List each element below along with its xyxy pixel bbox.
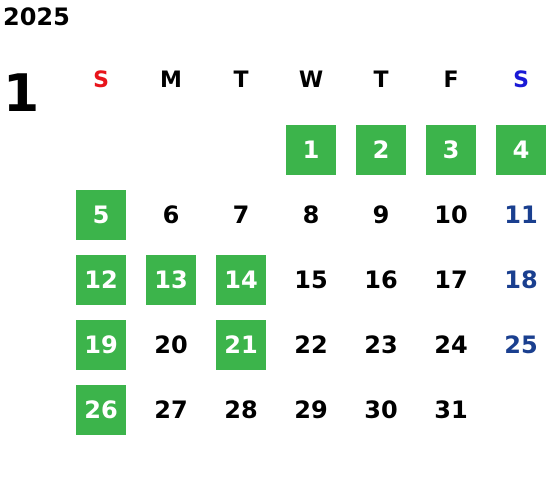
day-cell-24[interactable]: 24 [434, 331, 468, 359]
day-cell-19[interactable]: 19 [76, 320, 126, 370]
day-cell-23[interactable]: 23 [364, 331, 398, 359]
day-cell-10[interactable]: 10 [434, 201, 468, 229]
weekday-header-row: S M T W T F S [70, 66, 548, 96]
day-cell-22[interactable]: 22 [294, 331, 328, 359]
weekday-saturday: S [513, 68, 529, 93]
day-cell-17[interactable]: 17 [434, 266, 468, 294]
weekday-thursday: T [373, 68, 389, 93]
day-cell-31[interactable]: 31 [434, 396, 468, 424]
day-cell-1[interactable]: 1 [286, 125, 336, 175]
day-cell-9[interactable]: 9 [372, 201, 390, 229]
day-cell-16[interactable]: 16 [364, 266, 398, 294]
day-cell-7[interactable]: 7 [232, 201, 250, 229]
day-cell-8[interactable]: 8 [302, 201, 320, 229]
day-cell-29[interactable]: 29 [294, 396, 328, 424]
weekday-friday: F [443, 68, 459, 93]
day-cell-4[interactable]: 4 [496, 125, 546, 175]
weekday-tuesday: T [233, 68, 249, 93]
month-number: 1 [3, 64, 40, 124]
day-cell-14[interactable]: 14 [216, 255, 266, 305]
day-cell-18[interactable]: 18 [504, 266, 538, 294]
year-label: 2025 [3, 3, 70, 31]
day-cell-30[interactable]: 30 [364, 396, 398, 424]
day-cell-2[interactable]: 2 [356, 125, 406, 175]
weekday-wednesday: W [298, 68, 324, 93]
day-cell-25[interactable]: 25 [504, 331, 538, 359]
day-cell-13[interactable]: 13 [146, 255, 196, 305]
day-cell-27[interactable]: 27 [154, 396, 188, 424]
day-cell-26[interactable]: 26 [76, 385, 126, 435]
day-cell-28[interactable]: 28 [224, 396, 258, 424]
day-cell-11[interactable]: 11 [504, 201, 538, 229]
day-cell-20[interactable]: 20 [154, 331, 188, 359]
day-cell-3[interactable]: 3 [426, 125, 476, 175]
weekday-sunday: S [93, 68, 109, 93]
day-cell-12[interactable]: 12 [76, 255, 126, 305]
day-cell-15[interactable]: 15 [294, 266, 328, 294]
day-cell-6[interactable]: 6 [162, 201, 180, 229]
day-cell-5[interactable]: 5 [76, 190, 126, 240]
day-cell-21[interactable]: 21 [216, 320, 266, 370]
weekday-monday: M [160, 68, 182, 93]
